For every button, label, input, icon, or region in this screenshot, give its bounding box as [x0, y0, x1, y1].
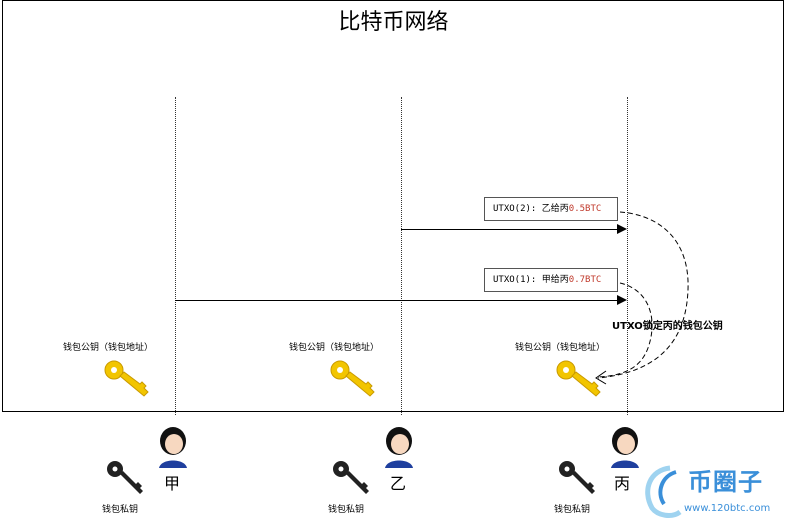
public-key-label-jia: 钱包公钥（钱包地址） [63, 340, 153, 353]
public-key-label-yi: 钱包公钥（钱包地址） [289, 340, 379, 353]
utxo-2-amount: 0.5BTC [569, 204, 602, 214]
lifeline-yi [401, 97, 402, 415]
private-key-icon [556, 458, 596, 498]
private-key-label-bing: 钱包私钥 [554, 502, 590, 515]
arrow-head-icon [617, 295, 627, 305]
lock-note: UTXO锁定丙的钱包公钥 [612, 317, 723, 332]
participant-name-bing: 丙 [614, 470, 630, 494]
watermark-url: www.120btc.com [684, 503, 770, 514]
person-avatar-icon [379, 424, 419, 468]
participant-name-jia: 甲 [164, 470, 180, 494]
lifeline-bing [627, 97, 628, 415]
gold-key-icon [554, 358, 604, 400]
utxo-1-box: UTXO(1): 甲给丙0.7BTC [484, 268, 618, 292]
utxo-1-prefix: UTXO(1): 甲给丙 [493, 275, 569, 285]
lifeline-jia [175, 97, 176, 415]
private-key-label-jia: 钱包私钥 [102, 502, 138, 515]
utxo-2-box: UTXO(2): 乙给丙0.5BTC [484, 197, 618, 221]
arrow-yi-to-bing [401, 229, 617, 230]
gold-key-icon [328, 358, 378, 400]
utxo-2-prefix: UTXO(2): 乙给丙 [493, 204, 569, 214]
public-key-label-bing: 钱包公钥（钱包地址） [515, 340, 605, 353]
participant-name-yi: 乙 [390, 470, 406, 494]
private-key-icon [330, 458, 370, 498]
person-avatar-icon [605, 424, 645, 468]
private-key-icon [104, 458, 144, 498]
arrow-head-icon [617, 224, 627, 234]
arrow-jia-to-bing [175, 300, 617, 301]
gold-key-icon [102, 358, 152, 400]
private-key-label-yi: 钱包私钥 [328, 502, 364, 515]
watermark-text: 币圈子 [688, 462, 763, 497]
utxo-1-amount: 0.7BTC [569, 275, 602, 285]
person-avatar-icon [153, 424, 193, 468]
diagram-title: 比特币网络 [0, 4, 787, 36]
